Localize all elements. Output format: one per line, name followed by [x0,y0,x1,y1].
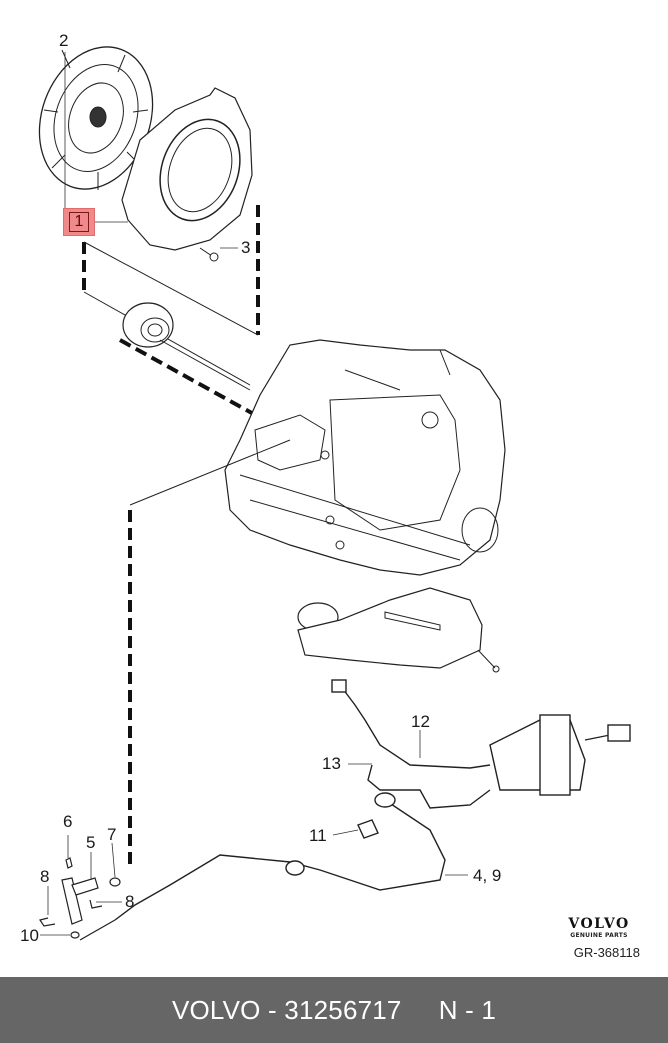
parts-diagram: 2 1 3 12 13 11 4, 9 6 5 7 8 8 10 [20,31,631,945]
callout-8-left[interactable]: 8 [40,867,50,886]
footer-bar: VOLVO - 31256717 N - 1 [0,977,668,1043]
bleed-fittings-drawing [39,857,121,941]
pressure-plate-drawing [121,87,253,251]
callout-10[interactable]: 10 [20,926,39,945]
callout-leader-lines [40,52,468,936]
hydraulic-lines-drawing [114,679,631,921]
callout-7[interactable]: 7 [107,825,117,844]
callout-1[interactable]: 1 [69,212,89,232]
genuine-parts-tagline: GENUINE PARTS [570,932,628,939]
volvo-logo: VOLVO [568,916,630,932]
callout-13[interactable]: 13 [322,754,341,773]
fluid-reservoir-drawing [297,587,500,673]
callout-2[interactable]: 2 [59,31,69,50]
callout-11[interactable]: 11 [309,826,327,845]
callout-3[interactable]: 3 [241,238,251,257]
callout-12[interactable]: 12 [411,712,430,731]
footer-part-text: VOLVO - 31256717 N - 1 [171,994,497,1025]
callout-5[interactable]: 5 [86,833,96,852]
callout-1-highlight[interactable]: 1 [63,208,95,236]
clutch-disc-drawing [38,46,154,190]
brand-block: VOLVO GENUINE PARTS [554,916,644,939]
callout-4-9[interactable]: 4, 9 [473,866,502,885]
assembly-dashed-lines [82,205,269,870]
bolt-drawing [199,247,219,262]
release-bearing-drawing [122,302,174,348]
callout-6[interactable]: 6 [63,812,73,831]
transmission-drawing [224,339,506,576]
callout-8-right[interactable]: 8 [125,892,135,911]
diagram-drawing [38,46,631,941]
diagram-reference: GR-368118 [573,945,640,960]
